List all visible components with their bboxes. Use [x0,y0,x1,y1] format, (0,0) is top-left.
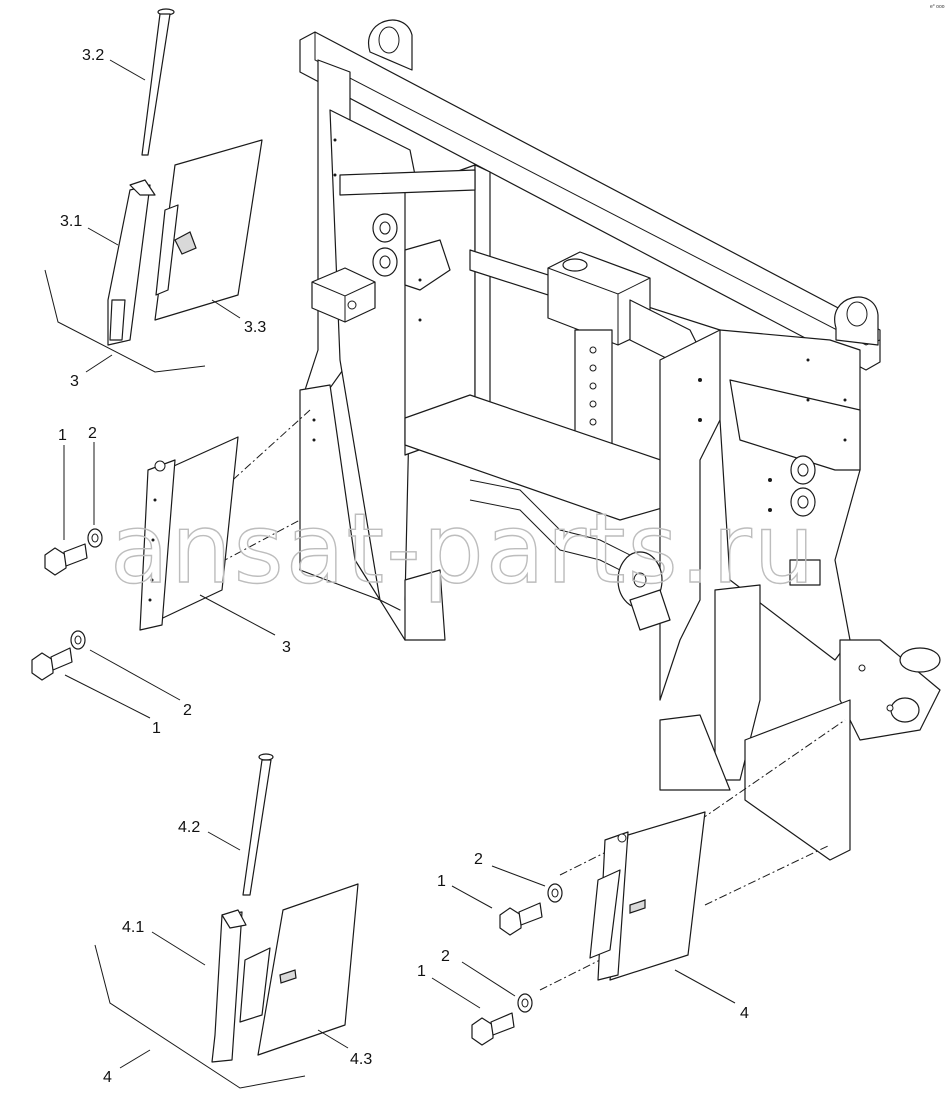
leader-lines [63,59,736,1069]
lifting-eye-left [367,19,413,71]
hinge-bar-4-1 [211,909,247,1063]
callout-2-upper-right: 2 [474,851,483,868]
bolt-1-upper-right [499,902,543,936]
washer-2-lower-left [70,630,86,650]
callout-1-lower-right: 1 [417,963,426,980]
watermark-text: ansat-parts.ru [110,493,817,605]
callout-group-3: 3 [70,373,79,390]
pin-rod-4-2 [242,753,274,896]
frame-left-lower-plate [299,384,401,611]
washer-2-upper-left [87,528,103,548]
roller-pair-right [789,455,821,586]
cover-plate-4-3 [239,883,359,1056]
callout-2-lower-left: 2 [183,702,192,719]
callout-plate-3: 3 [282,639,291,656]
hydraulic-unit [547,251,701,361]
main-frame-assembly [299,19,941,861]
callout-2-upper-left: 2 [88,425,97,442]
callout-4-1: 4.1 [122,919,144,936]
callout-2-lower-right: 2 [441,948,450,965]
hydraulic-cylinder [839,639,941,741]
frame-rear-lower-plate [744,699,851,861]
washer-2-upper-right [547,883,563,903]
callout-labels: 3.2 3.1 3.3 3 1 2 3 2 1 4.2 4.1 4.3 4 2 … [58,47,749,1086]
roller-pair-left [372,213,451,291]
lower-hose-assembly [469,479,671,631]
plate-4-assembly [471,811,706,1046]
callout-1-lower-left: 1 [152,720,161,737]
callout-4-2: 4.2 [178,819,200,836]
callout-3-1: 3.1 [60,213,82,230]
group-3-exploded [44,8,263,373]
corner-code: e° ooo [930,4,945,10]
bolt-1-upper-left [44,543,88,576]
callout-3-2: 3.2 [82,47,104,64]
lifting-eye-right [834,296,879,346]
callout-1-upper-right: 1 [437,873,446,890]
callout-1-upper-left: 1 [58,427,67,444]
pin-rod-3-2 [141,8,175,156]
washer-2-lower-right [517,993,533,1013]
group-4-exploded [94,753,359,1089]
plate-3-assembly [31,436,239,681]
mounting-block [311,267,376,323]
bolt-1-lower-right [471,1012,515,1046]
callout-4-3: 4.3 [350,1051,372,1068]
callout-3-3: 3.3 [244,319,266,336]
callout-group-4: 4 [103,1069,112,1086]
callout-plate-4: 4 [740,1005,749,1022]
bolt-1-lower-left [31,647,73,681]
cover-plate-3-3 [154,139,263,321]
hinge-bar-3-1 [107,179,156,346]
